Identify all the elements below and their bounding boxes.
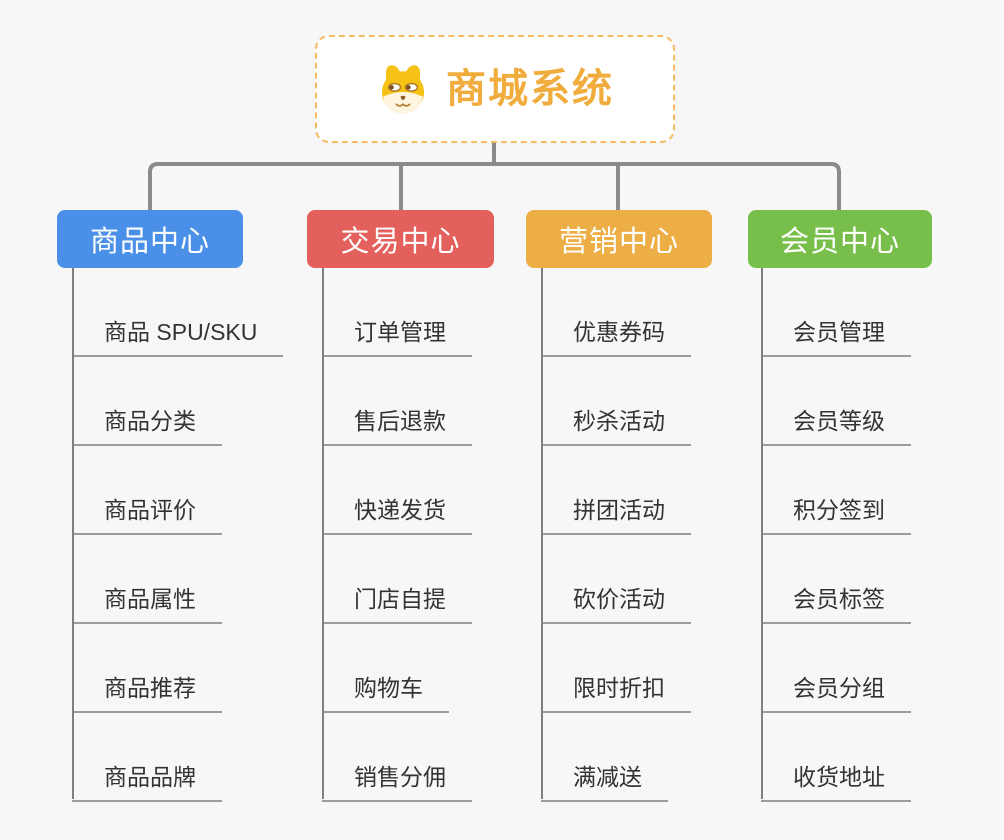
branch-children-column: 商品 SPU/SKU 商品分类 商品评价 商品属性 商品 — [72, 268, 284, 802]
item-underline: 商品推荐 — [72, 675, 222, 713]
list-item[interactable]: 销售分佣 — [322, 713, 472, 802]
item-label: 商品推荐 — [104, 675, 196, 702]
branch-box[interactable]: 交易中心 — [307, 210, 494, 268]
item-underline: 商品分类 — [72, 408, 222, 446]
item-label: 限时折扣 — [573, 675, 665, 702]
branch-label: 营销中心 — [558, 226, 679, 258]
item-underline: 优惠券码 — [541, 319, 691, 357]
item-label: 售后退款 — [354, 408, 446, 435]
item-label: 秒杀活动 — [573, 408, 665, 435]
item-underline: 门店自提 — [322, 586, 472, 624]
item-label: 会员等级 — [793, 408, 885, 435]
item-label: 商品属性 — [104, 586, 196, 613]
list-item[interactable]: 会员标签 — [761, 535, 911, 624]
item-underline: 限时折扣 — [541, 675, 691, 713]
item-label: 商品品牌 — [104, 764, 196, 791]
item-label: 商品 SPU/SKU — [104, 319, 258, 346]
item-underline: 商品属性 — [72, 586, 222, 624]
item-label: 收货地址 — [793, 764, 885, 791]
item-label: 满减送 — [573, 764, 642, 791]
list-item[interactable]: 会员管理 — [761, 268, 911, 357]
list-item[interactable]: 商品分类 — [72, 357, 283, 446]
list-item[interactable]: 秒杀活动 — [541, 357, 691, 446]
item-underline: 会员管理 — [761, 319, 911, 357]
list-item[interactable]: 售后退款 — [322, 357, 472, 446]
item-underline: 拼团活动 — [541, 497, 691, 535]
list-item[interactable]: 快递发货 — [322, 446, 472, 535]
item-underline: 积分签到 — [761, 497, 911, 535]
branch-label: 交易中心 — [340, 226, 461, 258]
list-item[interactable]: 商品属性 — [72, 535, 283, 624]
item-label: 购物车 — [354, 675, 423, 702]
list-item[interactable]: 商品品牌 — [72, 713, 283, 802]
item-underline: 秒杀活动 — [541, 408, 691, 446]
root-title: 商城系统 — [446, 67, 614, 111]
item-underline: 商品评价 — [72, 497, 222, 535]
list-item[interactable]: 优惠券码 — [541, 268, 691, 357]
branch-label: 商品中心 — [89, 226, 210, 258]
branch-box[interactable]: 营销中心 — [526, 210, 712, 268]
list-item[interactable]: 订单管理 — [322, 268, 472, 357]
branch-children-column: 优惠券码 秒杀活动 拼团活动 砍价活动 限时折扣 — [541, 268, 691, 802]
item-underline: 会员分组 — [761, 675, 911, 713]
list-item[interactable]: 拼团活动 — [541, 446, 691, 535]
list-item[interactable]: 积分签到 — [761, 446, 911, 535]
connector-spine — [761, 268, 763, 799]
branch-children-column: 订单管理 售后退款 快递发货 门店自提 购物车 — [322, 268, 472, 802]
item-label: 商品评价 — [104, 497, 196, 524]
branch-label: 会员中心 — [779, 226, 900, 258]
list-item[interactable]: 满减送 — [541, 713, 691, 802]
branch-box[interactable]: 商品中心 — [57, 210, 243, 268]
dog-face-icon — [381, 65, 425, 114]
item-underline: 砍价活动 — [541, 586, 691, 624]
item-label: 会员标签 — [793, 586, 885, 613]
list-item[interactable]: 商品推荐 — [72, 624, 283, 713]
list-item[interactable]: 会员分组 — [761, 624, 911, 713]
item-label: 积分签到 — [793, 497, 885, 524]
item-label: 会员分组 — [793, 675, 885, 702]
item-underline: 商品 SPU/SKU — [72, 319, 284, 357]
list-item[interactable]: 砍价活动 — [541, 535, 691, 624]
connector-spine — [72, 268, 74, 799]
item-label: 快递发货 — [354, 497, 446, 524]
item-underline: 会员标签 — [761, 586, 911, 624]
item-label: 优惠券码 — [573, 319, 665, 346]
item-label: 门店自提 — [354, 586, 446, 613]
branch-box[interactable]: 会员中心 — [748, 210, 932, 268]
item-underline: 售后退款 — [322, 408, 472, 446]
item-underline: 会员等级 — [761, 408, 911, 446]
item-underline: 销售分佣 — [322, 764, 472, 802]
item-label: 会员管理 — [793, 319, 885, 346]
item-underline: 满减送 — [541, 764, 668, 802]
list-item[interactable]: 会员等级 — [761, 357, 911, 446]
list-item[interactable]: 门店自提 — [322, 535, 472, 624]
list-item[interactable]: 购物车 — [322, 624, 472, 713]
root-node[interactable]: 商城系统 — [315, 35, 675, 143]
item-label: 销售分佣 — [354, 764, 446, 791]
item-label: 砍价活动 — [573, 586, 665, 613]
list-item[interactable]: 限时折扣 — [541, 624, 691, 713]
branch-children-column: 会员管理 会员等级 积分签到 会员标签 会员分组 — [761, 268, 911, 802]
item-underline: 快递发货 — [322, 497, 472, 535]
list-item[interactable]: 收货地址 — [761, 713, 911, 802]
item-underline: 订单管理 — [322, 319, 472, 357]
list-item[interactable]: 商品评价 — [72, 446, 283, 535]
item-label: 拼团活动 — [573, 497, 665, 524]
item-underline: 收货地址 — [761, 764, 911, 802]
connector-spine — [322, 268, 324, 799]
item-underline: 商品品牌 — [72, 764, 222, 802]
connector-spine — [541, 268, 543, 799]
item-label: 订单管理 — [354, 319, 446, 346]
item-label: 商品分类 — [104, 408, 196, 435]
item-underline: 购物车 — [322, 675, 449, 713]
list-item[interactable]: 商品 SPU/SKU — [72, 268, 284, 357]
